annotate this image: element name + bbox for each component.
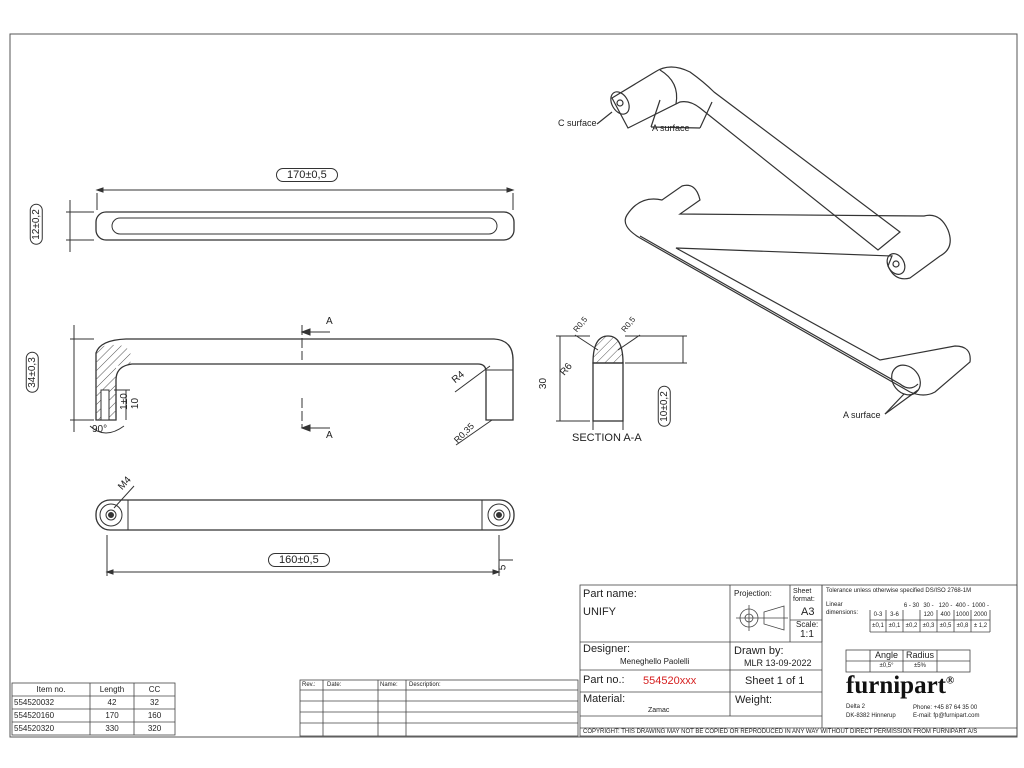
table-row-item: 554520320 — [14, 724, 55, 733]
section-mark-top: A — [326, 316, 333, 327]
tol-value: ±0,5 — [939, 623, 952, 629]
weight-label: Weight: — [735, 694, 773, 706]
cc-dim: 160±0,5 — [268, 553, 330, 567]
sheet-format-label: Sheet format: — [793, 588, 815, 603]
furnipart-logo: furnipart® — [846, 672, 954, 700]
table-row-cc: 320 — [147, 724, 162, 733]
table-row-cc: 32 — [150, 698, 159, 707]
drawn-by-label: Drawn by: — [734, 645, 784, 657]
address-line-2: DK-8382 Hinnerup — [846, 713, 896, 719]
angle-value: ±0,5° — [879, 663, 894, 669]
edge-dim: 5 — [497, 564, 509, 571]
date-header: Date: — [327, 682, 342, 688]
section-height-dim: 30 — [538, 377, 550, 390]
side-view — [70, 325, 514, 446]
material-label: Material: — [583, 693, 626, 705]
copyright-notice: COPYRIGHT: THIS DRAWING MAY NOT BE COPIE… — [583, 729, 978, 735]
section-width-dim: 10±0,2 — [657, 386, 671, 427]
part-no-value: 554520xxx — [643, 675, 697, 687]
a-surface-top-label: A surface — [652, 123, 690, 133]
tol-value: ±0,2 — [905, 623, 918, 629]
table-row-length: 330 — [105, 724, 119, 733]
height-dim: 12±0,2 — [29, 204, 43, 245]
pin-length-dim: 10 — [130, 397, 142, 410]
part-name-value: UNIFY — [583, 606, 616, 618]
address-line-1: Delta 2 — [846, 704, 866, 710]
c-surface-label: C surface — [558, 118, 597, 128]
designer-label: Designer: — [583, 643, 631, 655]
title-block-grid — [579, 584, 1018, 737]
tol-range: 3-6 — [890, 612, 899, 618]
isometric-bottom — [624, 184, 971, 415]
radius-label: Radius — [905, 650, 934, 660]
top-view — [66, 187, 515, 252]
isometric-top — [596, 66, 901, 251]
description-header: Description: — [409, 682, 441, 688]
radius-value: ±5% — [914, 663, 926, 669]
tol-value: ±0,1 — [872, 623, 884, 629]
logo-text: furnipart — [846, 672, 946, 699]
tol-value: ±0,8 — [956, 623, 969, 629]
angle-label: Angle — [874, 650, 899, 660]
logo-registered-mark: ® — [946, 674, 955, 687]
sheet-format-value: A3 — [801, 606, 815, 618]
rev-header: Rev.: — [302, 682, 316, 688]
depth-dim: 34±0,3 — [25, 352, 39, 393]
sheet-count: Sheet 1 of 1 — [745, 675, 805, 687]
tolerance-title: Tolerance unless otherwise specified DS/… — [826, 588, 972, 594]
angle-dim: 90° — [92, 424, 108, 435]
table-row-length: 170 — [105, 711, 119, 720]
items-table-grid — [11, 682, 176, 736]
tol-range: 1000 - 2000 — [971, 603, 989, 618]
tol-value: ±0,3 — [922, 623, 935, 629]
bottom-view — [95, 485, 515, 576]
table-row-length: 42 — [107, 698, 117, 707]
scale-label: Scale: — [796, 620, 819, 629]
overall-length-dim: 170±0,5 — [276, 168, 338, 182]
items-header-item: Item no. — [36, 685, 66, 694]
table-row-item: 554520160 — [14, 711, 55, 720]
projection-label: Projection: — [734, 589, 772, 598]
tol-value: ± 1,2 — [973, 623, 988, 629]
email: E-mail: fp@furnipart.com — [913, 713, 980, 719]
tol-range: 400 - 1000 — [955, 603, 970, 618]
a-surface-bottom-label: A surface — [843, 410, 881, 420]
section-mark-bottom: A — [326, 430, 333, 441]
phone: Phone: +45 87 64 35 00 — [913, 705, 978, 711]
scale-value: 1:1 — [800, 629, 814, 640]
section-label: SECTION A-A — [572, 432, 642, 444]
tol-value: ±0,1 — [888, 623, 901, 629]
table-row-item: 554520032 — [14, 698, 55, 707]
linear-label: Linear dimensions: — [826, 602, 859, 616]
drawn-by-value: MLR 13-09-2022 — [744, 658, 812, 668]
name-header: Name: — [380, 682, 398, 688]
designer-value: Meneghello Paolelli — [620, 657, 690, 666]
tol-range: 120 - 400 — [938, 603, 953, 618]
table-row-cc: 160 — [147, 711, 162, 720]
items-header-length: Length — [99, 685, 125, 694]
tol-range: 0-3 — [873, 612, 883, 618]
section-view — [556, 334, 687, 430]
part-name-label: Part name: — [583, 588, 637, 600]
material-value: Zamac — [648, 707, 670, 714]
tol-range: 30 - 120 — [923, 603, 934, 618]
part-no-label: Part no.: — [583, 674, 625, 686]
items-header-cc: CC — [148, 685, 161, 694]
drawing-frame — [9, 33, 1018, 738]
tol-range: 6 - 30 — [903, 603, 920, 609]
pin-tolerance-dim: 1±0 — [118, 393, 130, 410]
revision-table-grid — [299, 679, 579, 737]
